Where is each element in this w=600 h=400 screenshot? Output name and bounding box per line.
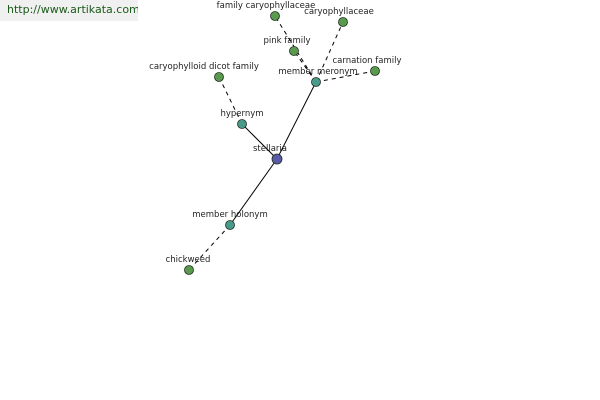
node-member-holonym[interactable] [225, 220, 235, 230]
label-chickweed: chickweed [166, 255, 211, 265]
label-stellaria: stellaria [253, 144, 287, 154]
label-member-holonym: member holonym [192, 210, 267, 220]
edges-layer [188, 15, 376, 271]
node-member-meronym[interactable] [311, 77, 321, 87]
edge-member-meronym-to-family-caryophyllaceae [274, 15, 317, 83]
edge-stellaria-to-hypernym [241, 123, 278, 160]
label-member-meronym: member meronym [278, 67, 357, 77]
edge-stellaria-to-member-meronym [276, 81, 317, 160]
edge-stellaria-to-member-holonym [229, 158, 278, 226]
node-chickweed[interactable] [184, 265, 194, 275]
node-hypernym[interactable] [237, 119, 247, 129]
node-caryophylloid-dicot-family[interactable] [214, 72, 224, 82]
edge-member-meronym-to-carnation-family [315, 70, 376, 83]
label-family-caryophyllaceae: family caryophyllaceae [217, 1, 316, 11]
watermark-link[interactable]: http://www.artikata.com [0, 0, 138, 21]
node-family-caryophyllaceae[interactable] [270, 11, 280, 21]
node-carnation-family[interactable] [370, 66, 380, 76]
node-stellaria[interactable] [271, 153, 283, 165]
label-caryophyllaceae: caryophyllaceae [304, 7, 374, 17]
label-hypernym: hypernym [220, 109, 263, 119]
node-caryophyllaceae[interactable] [338, 17, 348, 27]
edge-member-meronym-to-caryophyllaceae [315, 21, 344, 83]
edge-member-meronym-to-pink-family [293, 50, 317, 83]
label-carnation-family: carnation family [332, 56, 401, 66]
nodes-layer [184, 11, 380, 275]
node-pink-family[interactable] [289, 46, 299, 56]
edge-hypernym-to-caryophylloid-dicot-family [218, 76, 243, 125]
labels-layer: stellaria hypernym member meronym member ho… [149, 1, 401, 265]
edge-member-holonym-to-chickweed [188, 224, 231, 271]
label-pink-family: pink family [263, 36, 310, 46]
label-caryophylloid-dicot-family: caryophylloid dicot family [149, 62, 259, 72]
